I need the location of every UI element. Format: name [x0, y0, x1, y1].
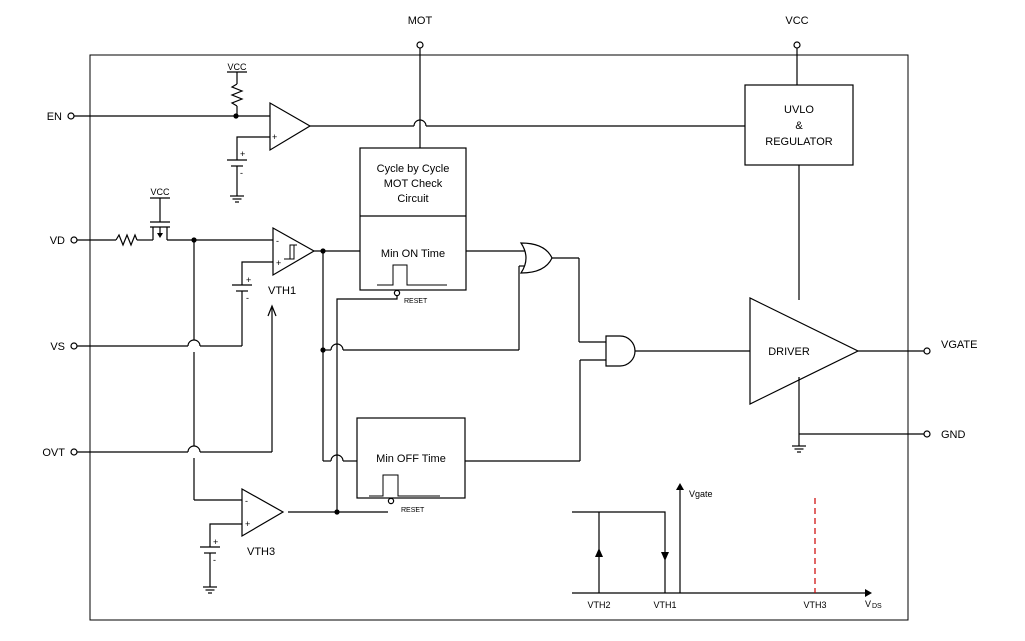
vd-pin[interactable]: [70, 236, 78, 244]
and-gate: [605, 335, 636, 367]
or-gate: [519, 242, 553, 274]
vcc-pin-label: VCC: [785, 15, 808, 27]
driver-label: DRIVER: [768, 346, 810, 358]
min-off-reset-pin: [387, 497, 395, 505]
mot-check-line1: Cycle by Cycle: [377, 163, 450, 175]
graph-xlabel: V: [865, 599, 871, 609]
rising-arrow-icon: [595, 548, 603, 557]
mosfet-vcc-label: VCC: [150, 187, 170, 197]
tick-vth1: VTH1: [653, 600, 676, 610]
falling-trace: [572, 511, 666, 593]
mot-pin-label: MOT: [408, 15, 433, 27]
en-comparator: [269, 101, 312, 152]
y-axis-arrow-icon: [676, 483, 684, 490]
tick-vth2: VTH2: [587, 600, 610, 610]
svg-text:-: -: [246, 293, 249, 303]
uvlo-regulator-block: [744, 84, 854, 166]
svg-text:+: +: [213, 537, 218, 547]
vd-series-resistor: [115, 233, 138, 247]
svg-text:+: +: [276, 258, 281, 268]
svg-text:-: -: [245, 496, 248, 506]
min-off-reset-label: RESET: [401, 507, 425, 514]
vcc-pin[interactable]: [793, 41, 801, 49]
svg-text:-: -: [213, 555, 216, 565]
gnd-pin-label: GND: [941, 429, 966, 441]
gnd-pin[interactable]: [923, 430, 931, 438]
vth3-label: VTH3: [247, 546, 275, 558]
mosfet-arrow-icon: [157, 233, 163, 238]
graph-xlabel-sub: DS: [872, 603, 882, 610]
min-off-time-block: [356, 417, 466, 499]
uvlo-label: UVLO: [784, 104, 814, 116]
regulator-label: REGULATOR: [765, 136, 832, 148]
en-pin[interactable]: [67, 112, 75, 120]
min-on-time-label: Min ON Time: [381, 248, 445, 260]
min-on-pulse-icon: [377, 264, 447, 286]
mot-crossover: [413, 119, 427, 127]
tick-vth3: VTH3: [803, 600, 826, 610]
vgate-pin[interactable]: [923, 347, 931, 355]
mot-pin[interactable]: [416, 41, 424, 49]
falling-arrow-icon: [661, 552, 669, 561]
vgate-pin-label: VGATE: [941, 339, 977, 351]
min-on-reset-pin: [393, 289, 401, 297]
svg-text:+: +: [245, 519, 250, 529]
svg-text:-: -: [276, 236, 279, 246]
ic-boundary: [89, 54, 909, 621]
vth1-adjust-arrow-icon: [267, 304, 277, 317]
ovt-pin-label: OVT: [42, 447, 65, 459]
ovt-pin[interactable]: [70, 448, 78, 456]
min-off-time-label: Min OFF Time: [376, 453, 446, 465]
vd-pin-label: VD: [50, 235, 65, 247]
min-off-pulse-icon: [369, 474, 440, 497]
mot-check-line2: MOT Check: [384, 178, 443, 190]
x-axis-arrow-icon: [865, 589, 872, 597]
vs-pin[interactable]: [70, 342, 78, 350]
vth3-comparator: [241, 487, 285, 538]
svg-text:+: +: [272, 132, 277, 142]
graph-ylabel: Vgate: [689, 489, 713, 499]
en-pullup-resistor: [230, 83, 244, 107]
uvlo-amp-label: &: [795, 120, 803, 132]
svg-text:+: +: [246, 275, 251, 285]
svg-text:+: +: [240, 149, 245, 159]
vs-pin-label: VS: [50, 341, 65, 353]
driver-block: [749, 297, 860, 405]
min-on-reset-label: RESET: [404, 298, 428, 305]
en-pin-label: EN: [47, 111, 62, 123]
mot-check-min-on-block: [359, 147, 467, 291]
vgate-hysteresis-graph: Vgate V DS VTH2 VTH1 VTH3: [572, 483, 882, 610]
mot-check-line3: Circuit: [397, 193, 428, 205]
svg-text:-: -: [240, 168, 243, 178]
vth1-label: VTH1: [268, 285, 296, 297]
en-pullup-vcc-label: VCC: [227, 62, 247, 72]
